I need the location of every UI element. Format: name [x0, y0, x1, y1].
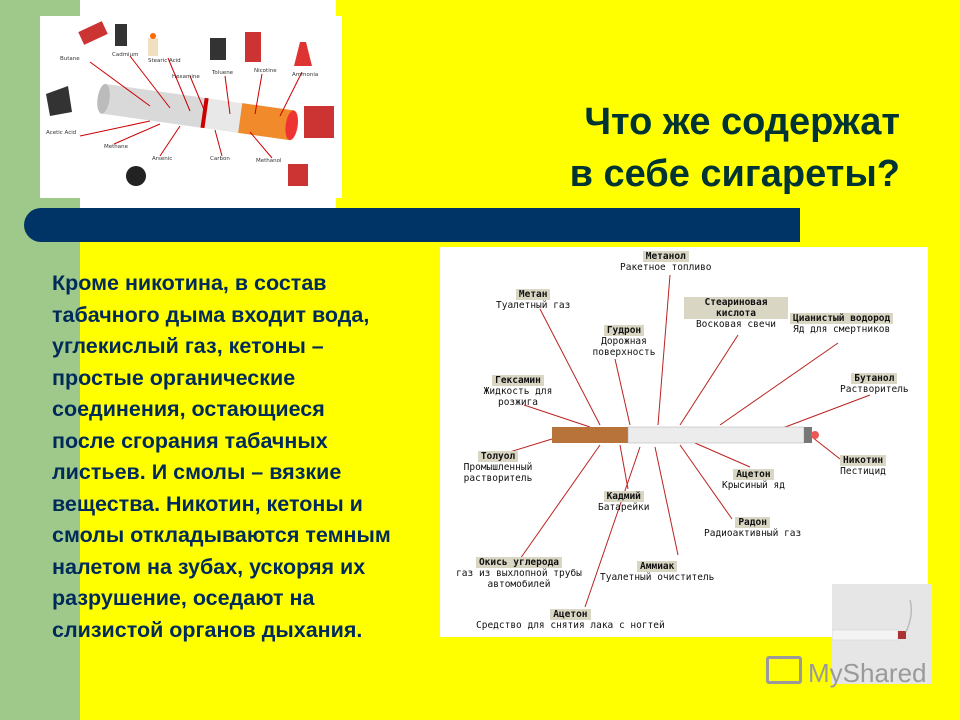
- label-cadmium: Кадмий Батарейки: [598, 491, 650, 513]
- svg-text:Butane: Butane: [60, 56, 80, 62]
- svg-text:Methanol: Methanol: [256, 158, 282, 164]
- svg-text:Hexamine: Hexamine: [172, 74, 200, 80]
- title-line-2: в себе сигареты?: [569, 153, 900, 195]
- cigarette-substances-diagram: Метанол Ракетное топливо Метан Туалетный…: [440, 247, 928, 637]
- body-line: вещества. Никотин, кетоны и: [52, 491, 363, 516]
- svg-text:Nicotine: Nicotine: [254, 68, 277, 74]
- label-hexamine: Гексамин Жидкость для розжига: [483, 375, 553, 408]
- label-butanol: Бутанол Растворитель: [840, 373, 909, 395]
- svg-text:Stearic Acid: Stearic Acid: [148, 58, 181, 64]
- body-line: табачного дыма входит вода,: [52, 302, 370, 327]
- diagram-lines: [499, 274, 871, 608]
- body-line: слизистой органов дыхания.: [52, 617, 363, 642]
- cigarette-illustration-svg: Butane Cadmium Stearic Acid Hexamine Tol…: [46, 21, 334, 186]
- svg-text:Ammonia: Ammonia: [292, 72, 318, 78]
- body-line: углекислый газ, кетоны –: [52, 334, 324, 358]
- cigarette-contents-illustration: Butane Cadmium Stearic Acid Hexamine Tol…: [40, 16, 342, 198]
- title-line-1: Что же содержат: [584, 101, 900, 143]
- label-acetone-rat-poison: Ацетон Крысиный яд: [722, 469, 785, 491]
- cigarette-thumbnail: [831, 584, 932, 684]
- svg-text:Methane: Methane: [104, 144, 129, 150]
- label-methane: Метан Туалетный газ: [496, 289, 571, 311]
- body-line: разрушение, оседают на: [52, 586, 315, 610]
- label-radon: Радон Радиоактивный газ: [704, 517, 802, 539]
- body-line: простые органические: [52, 365, 296, 390]
- svg-text:Cadmium: Cadmium: [112, 52, 138, 58]
- svg-text:Toluene: Toluene: [211, 70, 234, 76]
- label-toluene: Толуол Промышленный растворитель: [463, 451, 533, 484]
- label-acetone-nail-polish: Ацетон Средство для снятия лака с ногтей: [476, 609, 665, 631]
- label-hydrogen-cyanide: Цианистый водород Яд для смертников: [790, 313, 894, 335]
- slide-title: Что же содержат в себе сигареты?: [500, 96, 900, 200]
- label-stearic-acid: Стеариновая кислота Восковая свечи: [684, 297, 788, 330]
- body-line: налетом на зубах, ускоряя их: [52, 554, 366, 579]
- label-carbon-monoxide: Окись углерода газ из выхлопной трубы ав…: [456, 557, 582, 590]
- label-tar: Гудрон Дорожная поверхность: [592, 325, 656, 358]
- svg-text:Acetic Acid: Acetic Acid: [46, 130, 76, 136]
- body-line: смолы откладываются темным: [52, 523, 391, 547]
- body-paragraph: Кроме никотина, в состав табачного дыма …: [52, 268, 482, 646]
- svg-text:Arsenic: Arsenic: [152, 156, 172, 162]
- title-divider-bar: [24, 208, 800, 242]
- label-nicotine: Никотин Пестицид: [840, 455, 887, 477]
- body-line: Кроме никотина, в состав: [52, 271, 327, 295]
- watermark: MyShared: [766, 656, 927, 689]
- svg-text:Carbon: Carbon: [210, 156, 230, 162]
- label-methanol: Метанол Ракетное топливо: [620, 251, 712, 273]
- body-line: соединения, остающиеся: [52, 397, 325, 421]
- body-line: листьев. И смолы – вязкие: [52, 460, 342, 484]
- thumbnail-svg: [831, 599, 913, 641]
- body-line: после сгорания табачных: [52, 428, 328, 453]
- presentation-icon: [766, 656, 802, 684]
- label-ammonia: Аммиак Туалетный очиститель: [600, 561, 715, 583]
